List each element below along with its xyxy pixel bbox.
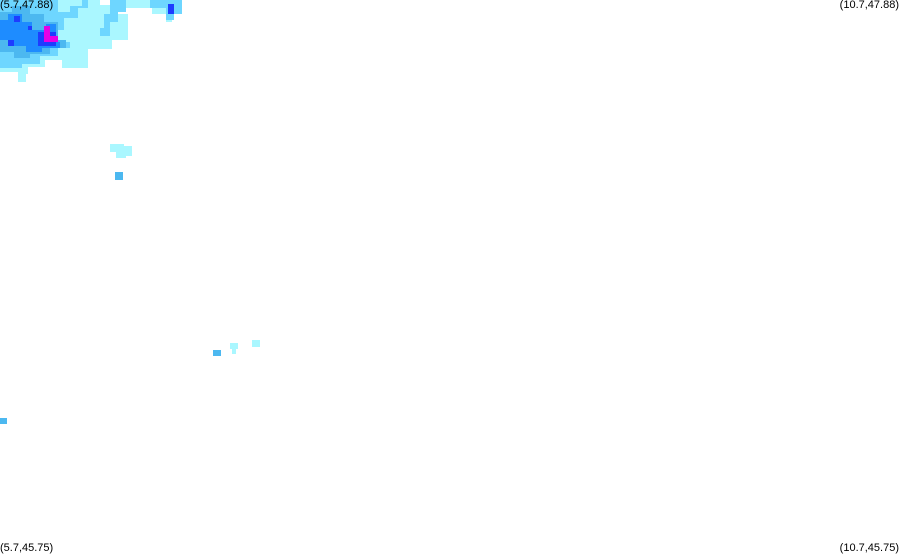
precip-cell [252,340,260,347]
precip-cell [213,350,221,356]
corner-label-bottom-right: (10.7,45.75) [839,542,899,554]
precip-core-very-heavy [44,26,58,42]
precip-cell [115,172,123,180]
corner-label-bottom-left: (5.7,45.75) [0,542,54,554]
precip-core-heavy [14,16,20,22]
precip-core-heavy [8,40,14,46]
precip-cell [110,144,132,158]
precip-cell [0,418,7,424]
precip-cell [230,343,238,354]
corner-label-top-right: (10.7,47.88) [839,0,899,11]
precip-core-heavy [28,26,32,30]
precipitation-cluster-northwest [0,0,182,82]
corner-label-top-left: (5.7,47.88) [0,0,54,11]
precip-core-heavy [168,4,174,14]
precip-area-light-east [100,0,126,36]
precipitation-isolated-cells [0,144,260,424]
